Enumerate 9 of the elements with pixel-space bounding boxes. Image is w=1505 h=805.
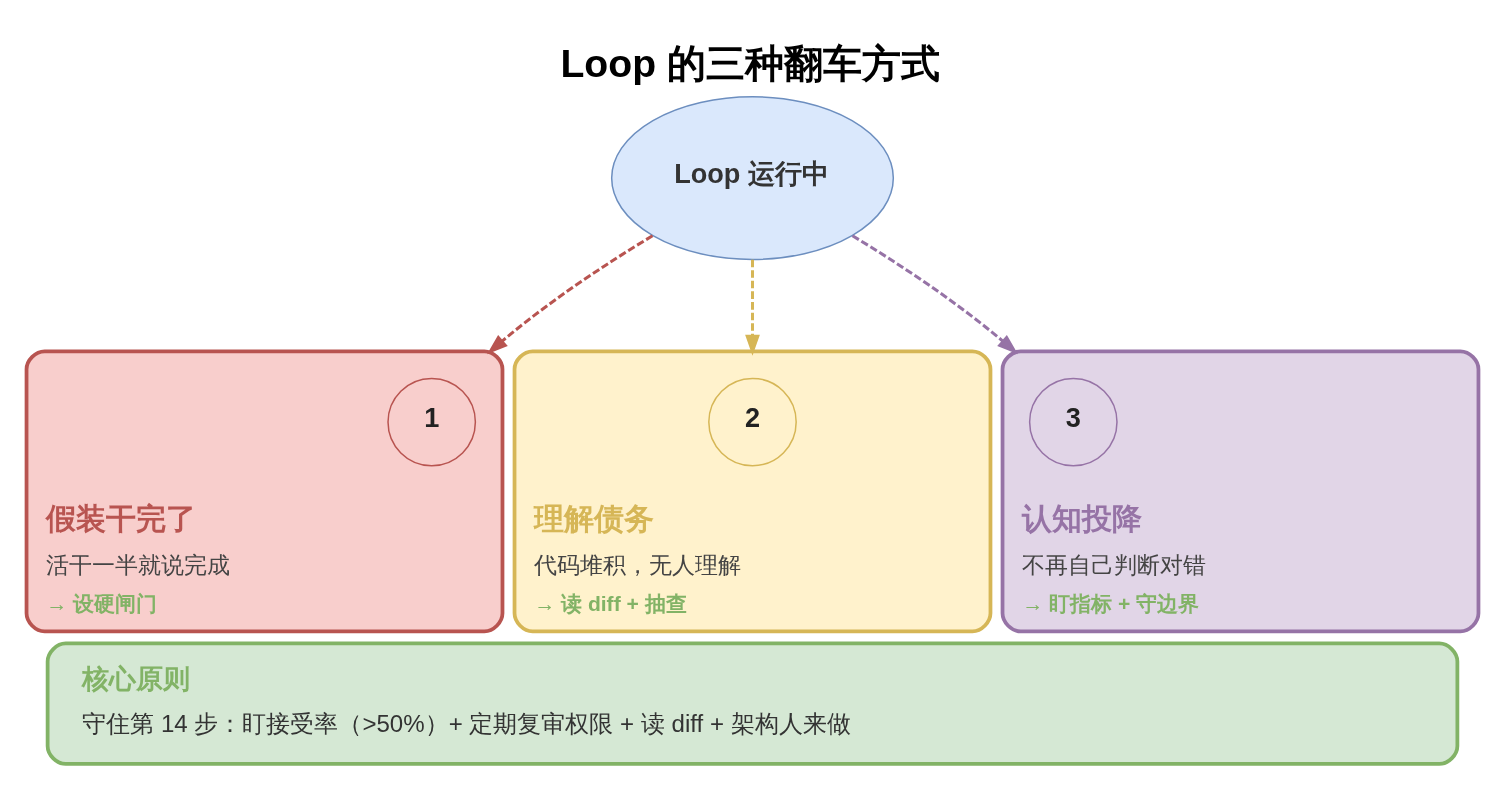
arrow (487, 234, 654, 355)
arrow (851, 234, 1018, 355)
node-circle: 3 (1028, 377, 1118, 467)
node-box: 核心原则 守住第 14 步：盯接受率（>50%）+ 定期复审权限 + 读 diff + 架构人来做 (45, 641, 1460, 766)
node-circle: 1 (387, 377, 477, 467)
node-ellipse: Loop 运行中 (610, 96, 895, 261)
diagram-title: Loop 的三种翻车方式 (560, 41, 940, 85)
arrow (745, 259, 760, 356)
node-circle: 2 (708, 377, 797, 467)
